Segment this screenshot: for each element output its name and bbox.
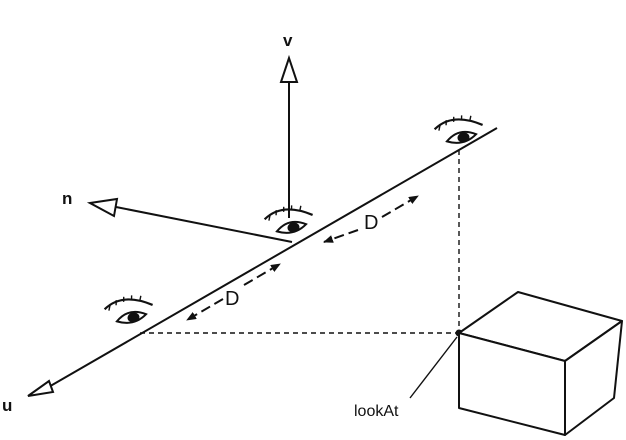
distance-label-upper: D — [364, 212, 378, 234]
u-axis — [27, 127, 498, 397]
projection-lines — [140, 150, 460, 334]
v-axis — [279, 54, 299, 218]
u-axis-label: u — [2, 396, 12, 415]
n-axis — [86, 197, 293, 243]
n-arrowhead-icon — [86, 197, 119, 218]
distance-arrow-upper — [323, 195, 419, 243]
n-axis-label: n — [62, 189, 72, 208]
look-at-leader — [409, 336, 458, 399]
eye-icon-upper — [433, 115, 484, 144]
v-axis-label: v — [283, 31, 293, 50]
distance-label-lower: D — [225, 288, 239, 310]
eye-icon-center — [263, 205, 314, 234]
u-arrowhead-icon — [27, 379, 55, 397]
v-arrowhead-icon — [279, 54, 299, 83]
eye-icon-lower — [103, 295, 154, 324]
distance-arrow-lower — [186, 263, 281, 321]
look-at-label: lookAt — [354, 403, 399, 420]
cube-icon — [458, 291, 623, 436]
